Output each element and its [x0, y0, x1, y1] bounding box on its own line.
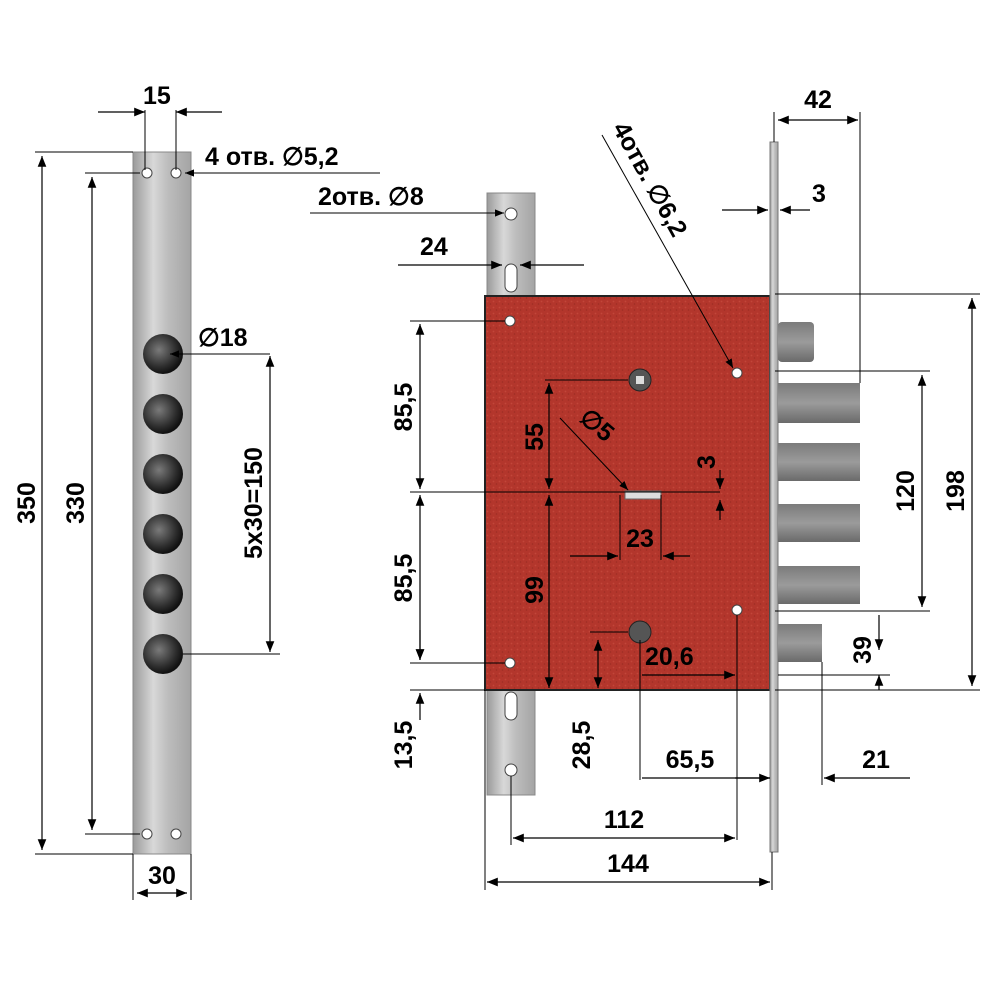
strip-pins: [143, 334, 183, 674]
hole-icon: [504, 315, 516, 327]
pin-icon: [143, 394, 183, 434]
dim-faceplate-height: 198: [942, 470, 970, 512]
locking-strip: 15 4 отв. ∅5,2 350 330 5x30=150 ∅18 30: [13, 82, 380, 900]
slot-icon: [504, 691, 518, 721]
bolt-icon: [778, 383, 860, 423]
dim-latch-height: 39: [849, 636, 877, 664]
hole-icon: [504, 763, 518, 777]
dim-latch-width: 21: [862, 746, 890, 774]
hole-icon: [731, 367, 743, 379]
dim-strip-width-bottom: 30: [148, 862, 176, 890]
dim-pin-pitch: 5x30=150: [240, 447, 268, 559]
dim-upper-half: 85,5: [390, 383, 418, 432]
dim-bottom-offset-left: 13,5: [390, 721, 418, 770]
dim-hole-span: 112: [604, 806, 644, 834]
dim-cyl-offset: 99: [521, 576, 549, 604]
hole-icon: [141, 167, 153, 179]
dim-cyl-from-bottom: 28,5: [568, 721, 596, 770]
strip-holes-bottom: [141, 828, 182, 840]
hole-icon: [141, 828, 153, 840]
dim-faceplate-offset: 42: [804, 86, 832, 114]
pin-icon: [143, 574, 183, 614]
bolt-round-icon: [778, 322, 814, 362]
lock-body: 2отв. ∅8 24 4отв. ∅6,2 42 3 85,5 85,5 55…: [310, 86, 980, 890]
bolt-icon: [778, 504, 860, 542]
dim-hole-spacing-small: 20,6: [645, 643, 694, 671]
dim-mount-holes: 2отв. ∅8: [318, 183, 424, 211]
dim-case-holes: 4отв. ∅6,2: [607, 117, 693, 241]
dim-mount-tab: 24: [420, 233, 448, 261]
dim-strip-holes: 4 отв. ∅5,2: [205, 143, 339, 171]
hole-icon: [731, 604, 743, 616]
latch-icon: [778, 624, 822, 662]
dim-strip-hole-spacing: 330: [62, 482, 90, 524]
slot-icon: [504, 263, 518, 293]
dim-strip-length: 350: [13, 482, 41, 524]
dim-bolt-span: 120: [892, 470, 920, 512]
dim-lower-half: 85,5: [390, 554, 418, 603]
bolt-icon: [778, 566, 860, 604]
hole-icon: [504, 207, 518, 221]
dim-spindle-offset: 55: [521, 423, 549, 451]
pin-icon: [143, 334, 183, 374]
bolt-icon: [778, 443, 860, 481]
dim-body-width: 144: [607, 850, 649, 878]
pin-icon: [143, 454, 183, 494]
dim-backset: 65,5: [666, 746, 715, 774]
dim-pin-diameter: ∅18: [198, 324, 248, 352]
hole-icon: [170, 828, 182, 840]
dim-slot-height: 3: [693, 455, 721, 469]
hole-icon: [504, 657, 516, 669]
spindle-square-icon: [636, 376, 644, 384]
faceplate: [769, 141, 779, 853]
pin-icon: [143, 634, 183, 674]
strip-plate: [132, 151, 192, 855]
bolts: [778, 322, 860, 662]
pin-icon: [143, 514, 183, 554]
dim-strip-width-top: 15: [143, 82, 171, 110]
cylinder-icon: [628, 620, 652, 644]
dim-slot-width: 23: [626, 525, 654, 553]
dim-faceplate-thickness: 3: [812, 180, 826, 208]
